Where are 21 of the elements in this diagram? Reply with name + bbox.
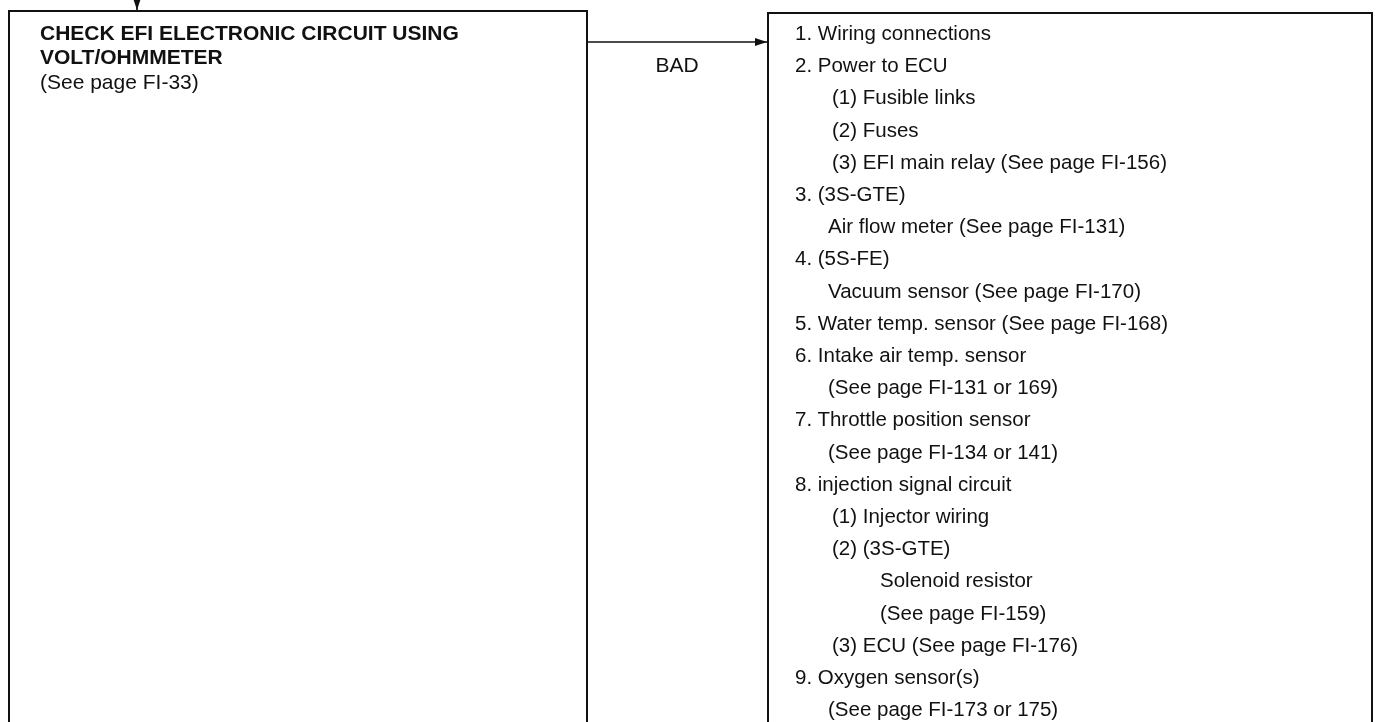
list-item: 7. Throttle position sensor (See page FI-134 or 141) (795, 406, 1060, 465)
process-box (8, 10, 588, 722)
step-heading: CHECK EFI ELECTRONIC CIRCUIT USING VOLT/OHMMETER (40, 21, 460, 69)
list-item: 8. injection signal circuit (795, 470, 1013, 497)
list-item: (1) Fusible links (831, 84, 977, 111)
list-item: 9. Oxygen sensor(s) (See page FI-173 or 175) (795, 664, 1060, 722)
list-item: (2) (3S-GTE) Solenoid resistor (See page FI-159) (831, 535, 1048, 626)
checklist-box (767, 12, 1373, 722)
list-item: (1) Injector wiring (831, 503, 991, 530)
arrow (587, 38, 768, 46)
list-item: (2) Fuses (831, 116, 920, 143)
list-item: 2. Power to ECU (795, 52, 949, 79)
list-item: (3) EFI main relay (See page FI-156) (831, 148, 1168, 175)
list-item: (3) ECU (See page FI-176) (831, 631, 1080, 658)
list-item: 6. Intake air temp. sensor (See page FI-131 or 169) (795, 342, 1060, 401)
arrow (133, 0, 141, 11)
list-item: 5. Water temp. sensor (See page FI-168) (795, 309, 1169, 336)
list-item: 1. Wiring connections (795, 20, 992, 46)
page-reference: (See page FI-33) (40, 69, 200, 94)
list-item: 3. (3S-GTE) Air flow meter (See page FI-131) (795, 181, 1127, 240)
list-item: 4. (5S-FE) Vacuum sensor (See page FI-170) (795, 245, 1142, 304)
